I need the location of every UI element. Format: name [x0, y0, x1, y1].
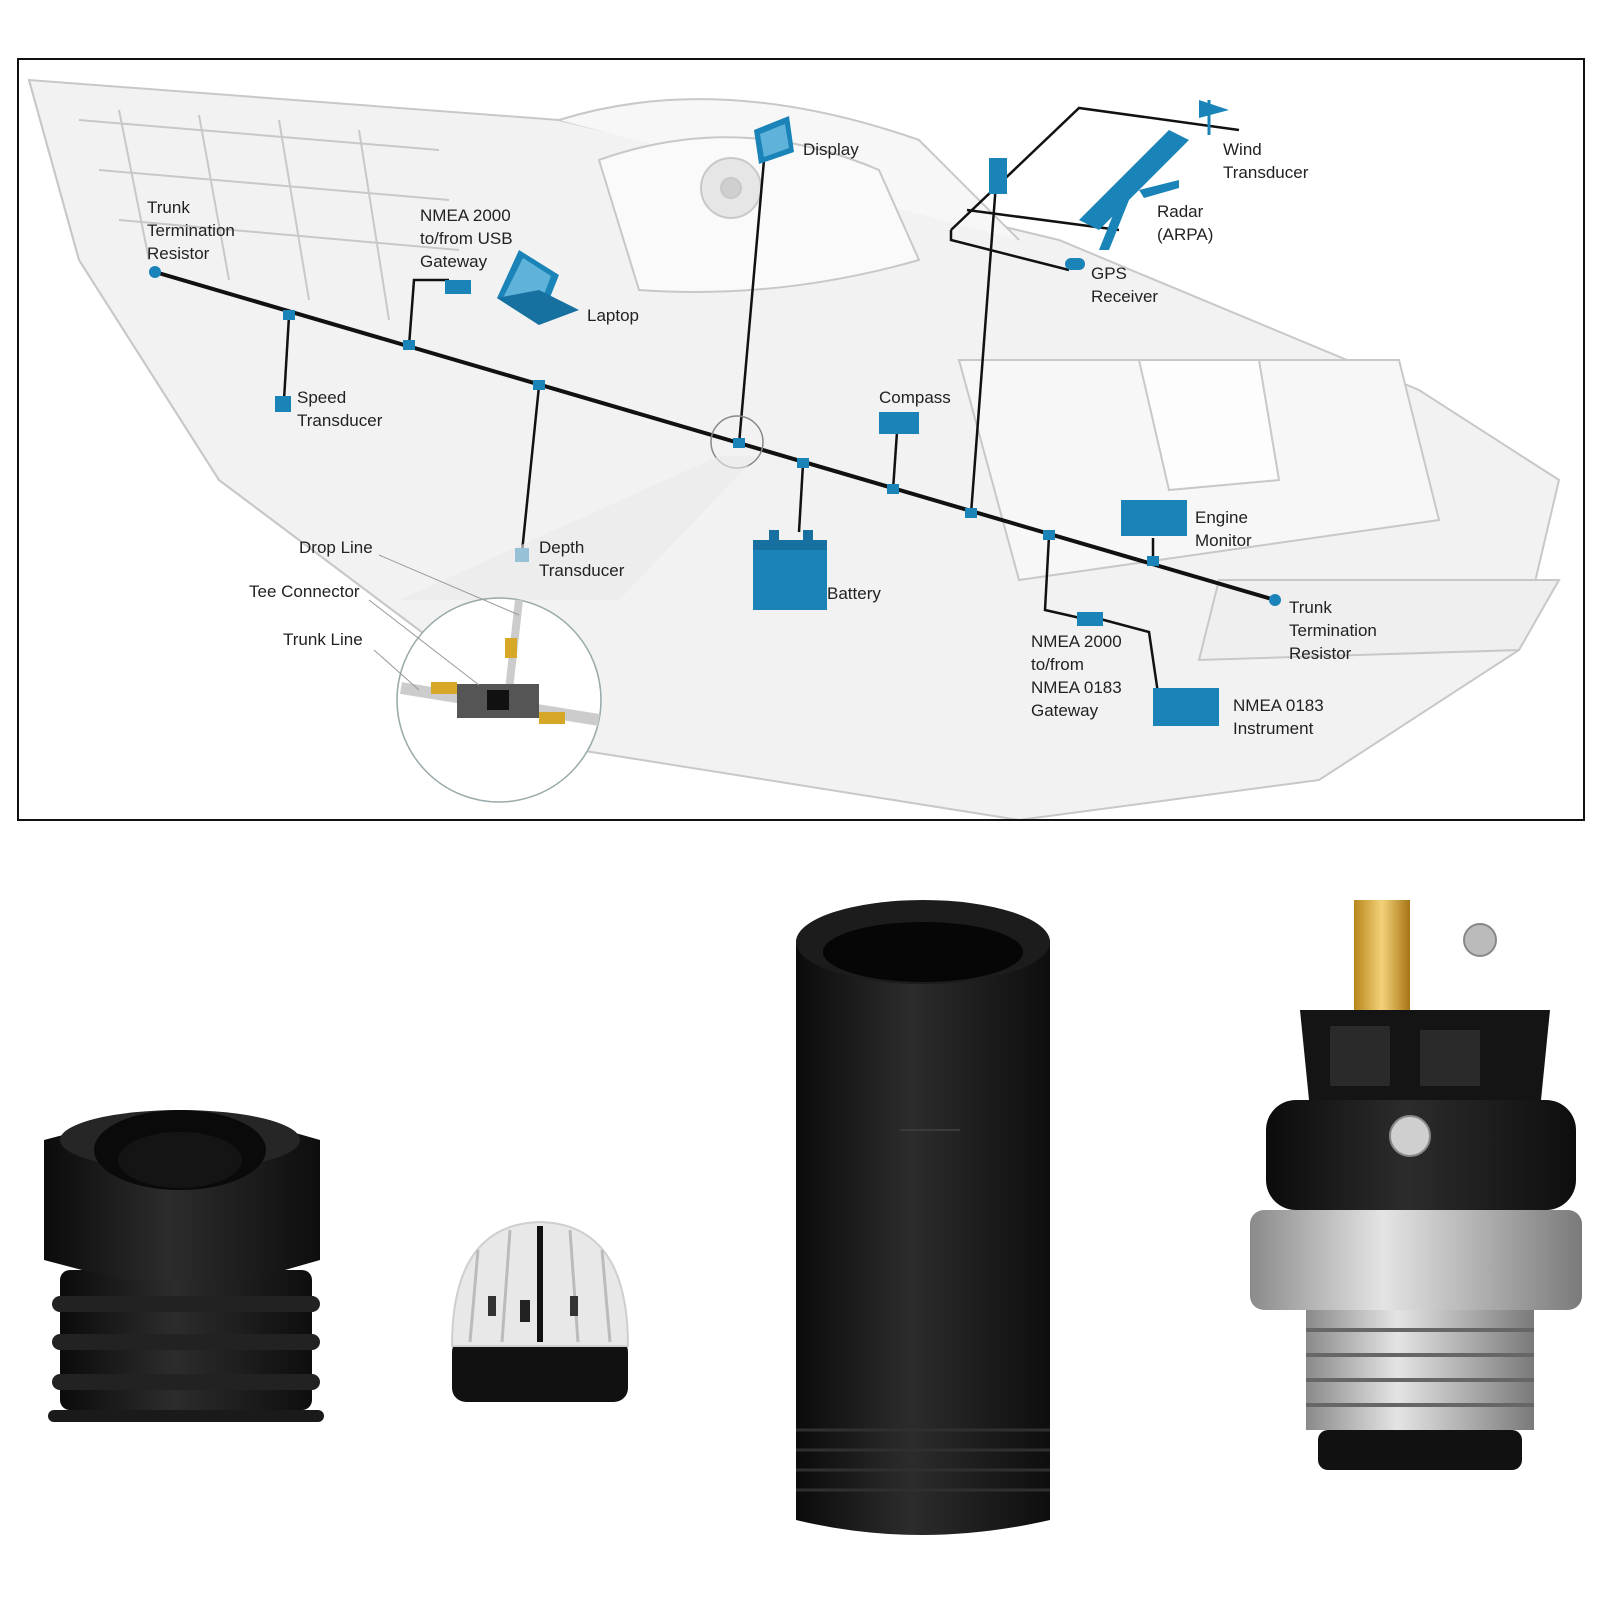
tee-connector-detail [396, 456, 757, 803]
boat-network-illustration [27, 78, 1561, 819]
label-nmea-usb-gateway: NMEA 2000 to/from USB Gateway [420, 206, 513, 271]
label-trunk-line: Trunk Line [283, 630, 363, 649]
label-depth-transducer: Depth Transducer [539, 538, 625, 580]
battery-icon [753, 530, 827, 610]
label-radar: Radar (ARPA) [1157, 202, 1214, 244]
label-nmea-0183-gateway: NMEA 2000 to/from NMEA 0183 Gateway [1031, 632, 1122, 720]
compass-icon [879, 412, 919, 434]
radar-mast-unit-icon [989, 158, 1007, 194]
tee-connectors [283, 310, 1159, 566]
label-battery: Battery [827, 584, 881, 603]
nmea-0183-instrument-icon [1153, 688, 1219, 726]
trunk-termination-right-icon [1269, 594, 1281, 606]
usb-gateway-icon [445, 280, 471, 294]
cable-clamp-icon [450, 1220, 630, 1402]
gps-receiver-icon [1065, 258, 1085, 270]
label-tee-connector: Tee Connector [249, 582, 360, 601]
label-nmea-0183-instrument: NMEA 0183 Instrument [1233, 696, 1324, 738]
laptop-icon [497, 250, 579, 325]
connector-insert-icon [1250, 900, 1582, 1470]
display-icon [754, 116, 794, 164]
trunk-termination-left-icon [149, 266, 161, 278]
callout-lines [368, 554, 520, 691]
boat-outline [27, 78, 1561, 819]
label-display: Display [803, 140, 859, 159]
label-gps-receiver: GPS Receiver [1091, 264, 1159, 306]
nmea-0183-gateway-icon [1077, 612, 1103, 626]
network-diagram: Trunk Termination Resistor NMEA 2000 to/… [17, 58, 1585, 821]
radar-arpa-icon [1079, 130, 1189, 250]
housing-sleeve-icon [796, 900, 1050, 1535]
label-laptop: Laptop [587, 306, 639, 325]
label-drop-line: Drop Line [299, 538, 373, 557]
label-speed-transducer: Speed Transducer [297, 388, 383, 430]
connector-parts-illustration [44, 900, 1582, 1535]
connector-parts [0, 830, 1601, 1601]
wind-transducer-icon [1199, 100, 1229, 135]
engine-monitor-icon [1121, 500, 1187, 536]
hex-nut-icon [44, 1110, 324, 1422]
drop-lines [282, 106, 1240, 701]
label-engine-monitor: Engine Monitor [1195, 508, 1252, 550]
label-trunk-termination-right: Trunk Termination Resistor [1289, 598, 1377, 663]
trunk-line [154, 270, 1276, 602]
label-wind-transducer: Wind Transducer [1223, 140, 1309, 182]
label-trunk-termination-left: Trunk Termination Resistor [147, 198, 235, 263]
label-compass: Compass [879, 388, 951, 407]
speed-transducer-icon [275, 396, 291, 412]
